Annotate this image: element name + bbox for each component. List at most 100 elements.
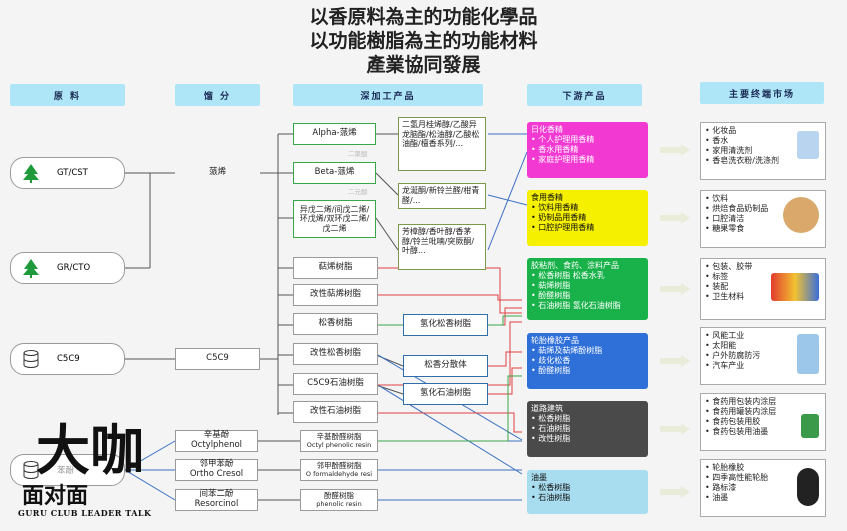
phenol-cn: 辛基酚 xyxy=(203,430,230,441)
downstream-title: 日化香精 xyxy=(531,125,563,134)
market-arrow xyxy=(660,144,690,156)
brand-chars: 大咖 xyxy=(36,418,144,482)
downstream-item: • 萜烯树脂 xyxy=(531,281,571,290)
downstream-title: 胶粘剂、食药、涂料产品 xyxy=(531,261,619,270)
raw-label: 苯酚 xyxy=(57,466,75,476)
food-plate-icon xyxy=(783,197,819,233)
market-arrow xyxy=(660,486,690,498)
market-energy: • 风能工业 • 太阳能 • 户外防腐防污 • 汽车产业 xyxy=(700,327,826,385)
downstream-item: • 松香树脂 松香水乳 xyxy=(531,271,605,280)
market-packaging: • 包装、胶带 • 标签 • 装配 • 卫生材料 xyxy=(700,258,826,320)
market-item: • 户外防腐防污 xyxy=(705,351,761,360)
market-item: • 食药用罐装内涂层 xyxy=(705,407,777,416)
resin-octyl-phenolic: 辛基酚醛树脂 Octyl phenolic resin xyxy=(300,430,378,452)
cosmetics-bottles-icon xyxy=(797,131,819,159)
resin-mod-petroleum: 改性石油树脂 xyxy=(293,401,378,423)
downstream-item: • 饮料用香精 xyxy=(531,203,579,212)
phenol-ortho-cresol: 邻甲苯酚 Ortho Cresol xyxy=(175,459,258,481)
market-item: • 标签 xyxy=(705,272,729,281)
title-line-2: 以功能樹脂為主的功能材料 xyxy=(309,30,538,52)
phenol-resorcinol: 间苯二酚 Resorcinol xyxy=(175,489,258,511)
resin-terpene: 萜烯树脂 xyxy=(293,257,378,279)
market-food-packaging: • 食药用包装内涂层 • 食药用罐装内涂层 • 食药包装用胶 • 食药包装用油墨 xyxy=(700,393,826,451)
raw-label: GT/CST xyxy=(57,168,88,178)
resin-en: O formaldehyde resi xyxy=(305,469,373,478)
header-deep: 深加工产品 xyxy=(293,84,483,106)
downstream-daily-flavor: 日化香精 • 个人护理用香精 • 香水用香精 • 家庭护理用香精 xyxy=(527,122,648,178)
pine-tree-icon xyxy=(23,164,39,183)
resin-mod-terpene: 改性萜烯树脂 xyxy=(293,284,378,306)
downstream-item: • 石油树脂 xyxy=(531,493,571,502)
brand-cn: 面对面 xyxy=(22,483,89,509)
downstream-title: 油墨 xyxy=(531,473,547,482)
market-item: • 烘焙食品奶制品 xyxy=(705,204,769,213)
market-item: • 食药包装用油墨 xyxy=(705,427,769,436)
raw-label: GR/CTO xyxy=(57,263,91,273)
market-cosmetics: • 化妆品 • 香水 • 家用清洗剂 • 香皂洗衣粉/洗涤剂 xyxy=(700,122,826,180)
beta-pinene: Beta-蒎烯 xyxy=(293,162,376,184)
market-item: • 汽车产业 xyxy=(705,361,745,370)
phenol-cn: 邻甲苯酚 xyxy=(199,459,234,470)
barrel-icon xyxy=(23,461,39,479)
market-item: • 家用清洗剂 xyxy=(705,146,753,155)
alpha-pinene: Alpha-蒎烯 xyxy=(293,123,376,145)
pine-tree-icon xyxy=(23,259,39,278)
resin-cn: 酚醛树脂 xyxy=(324,490,354,500)
phenol-en: Octylphenol xyxy=(190,440,243,450)
fine-chem-text-1: 二氢月桂烯醇/乙酸异龙脑酯/松油醇/乙酸松油酯/檀香系列/... xyxy=(398,117,486,171)
raw-gr-cto: GR/CTO xyxy=(10,252,125,284)
header-fraction: 馏 分 xyxy=(175,84,260,106)
resin-mod-rosin: 改性松香树脂 xyxy=(293,343,378,365)
downstream-item: • 家庭护理用香精 xyxy=(531,155,595,164)
resin-cn: 辛基酚醛树脂 xyxy=(316,431,362,441)
market-arrow xyxy=(660,423,690,435)
can-icon xyxy=(801,414,819,438)
downstream-title: 轮胎橡胶产品 xyxy=(531,336,579,345)
wind-turbine-icon xyxy=(797,334,819,374)
market-item: • 四季高性能轮胎 xyxy=(705,473,769,482)
downstream-item: • 香水用香精 xyxy=(531,145,579,154)
downstream-road-construction: 道路建筑 • 松香树脂 • 石油树脂 • 改性树脂 xyxy=(527,401,648,457)
title-line-1: 以香原料為主的功能化學品 xyxy=(309,6,538,28)
downstream-item: • 口腔护理用香精 xyxy=(531,223,595,232)
brand-en: GURU CLUB LEADER TALK xyxy=(18,508,152,518)
market-item: • 轮胎橡胶 xyxy=(705,463,745,472)
downstream-item: • 石油树脂 氢化石油树脂 xyxy=(531,301,621,310)
raw-c5c9: C5C9 xyxy=(10,343,125,375)
phenol-en: Ortho Cresol xyxy=(189,469,244,479)
barrel-icon xyxy=(23,350,39,368)
downstream-ink: 油墨 • 松香树脂 • 石油树脂 xyxy=(527,470,648,514)
market-item: • 太阳能 xyxy=(705,341,737,350)
brand-logo: 大咖 面对面 GURU CLUB LEADER TALK xyxy=(18,412,178,530)
market-item: • 路标漆 xyxy=(705,483,737,492)
downstream-item: • 酚醛树脂 xyxy=(531,366,571,375)
market-arrow xyxy=(660,283,690,295)
fine-chem-text-3: 芳樟醇/香叶醇/香茅醇/铃兰吡喃/突厥酮/叶醇... xyxy=(398,224,486,270)
phenol-octylphenol: 辛基酚 Octylphenol xyxy=(175,430,258,452)
header-downstream: 下游产品 xyxy=(527,84,642,106)
market-arrow xyxy=(660,212,690,224)
resin-en: Octyl phenolic resin xyxy=(306,440,372,449)
market-item: • 香水 xyxy=(705,136,729,145)
downstream-adhesives: 胶粘剂、食药、涂料产品 • 松香树脂 松香水乳 • 萜烯树脂 • 酚醛树脂 • … xyxy=(527,258,648,320)
market-item: • 卫生材料 xyxy=(705,292,745,301)
market-item: • 油墨 xyxy=(705,493,729,502)
dienes: 异戊二烯/间戊二烯/环戊烯/双环戊二烯/戊二烯 xyxy=(293,200,376,238)
market-item: • 食药包装用胶 xyxy=(705,417,761,426)
resin-cn: 邻甲酚醛树脂 xyxy=(316,460,362,470)
tire-icon xyxy=(797,468,819,506)
market-item: • 饮料 xyxy=(705,194,729,203)
market-item: • 化妆品 xyxy=(705,126,737,135)
market-item: • 食药用包装内涂层 xyxy=(705,397,777,406)
downstream-title: 食用香精 xyxy=(531,193,563,202)
downstream-item: • 奶制品用香精 xyxy=(531,213,587,222)
downstream-item: • 歧化松香 xyxy=(531,356,571,365)
faint-label-1: 二聚酸 xyxy=(348,150,368,158)
downstream-item: • 酚醛树脂 xyxy=(531,291,571,300)
raw-gt-cst: GT/CST xyxy=(10,157,125,189)
resin-c5c9: C5C9石油树脂 xyxy=(293,373,378,395)
market-tires: • 轮胎橡胶 • 四季高性能轮胎 • 路标漆 • 油墨 xyxy=(700,459,826,517)
market-item: • 香皂洗衣粉/洗涤剂 xyxy=(705,156,779,165)
downstream-tire-rubber: 轮胎橡胶产品 • 萜烯及萜烯酚树脂 • 歧化松香 • 酚醛树脂 xyxy=(527,333,648,389)
